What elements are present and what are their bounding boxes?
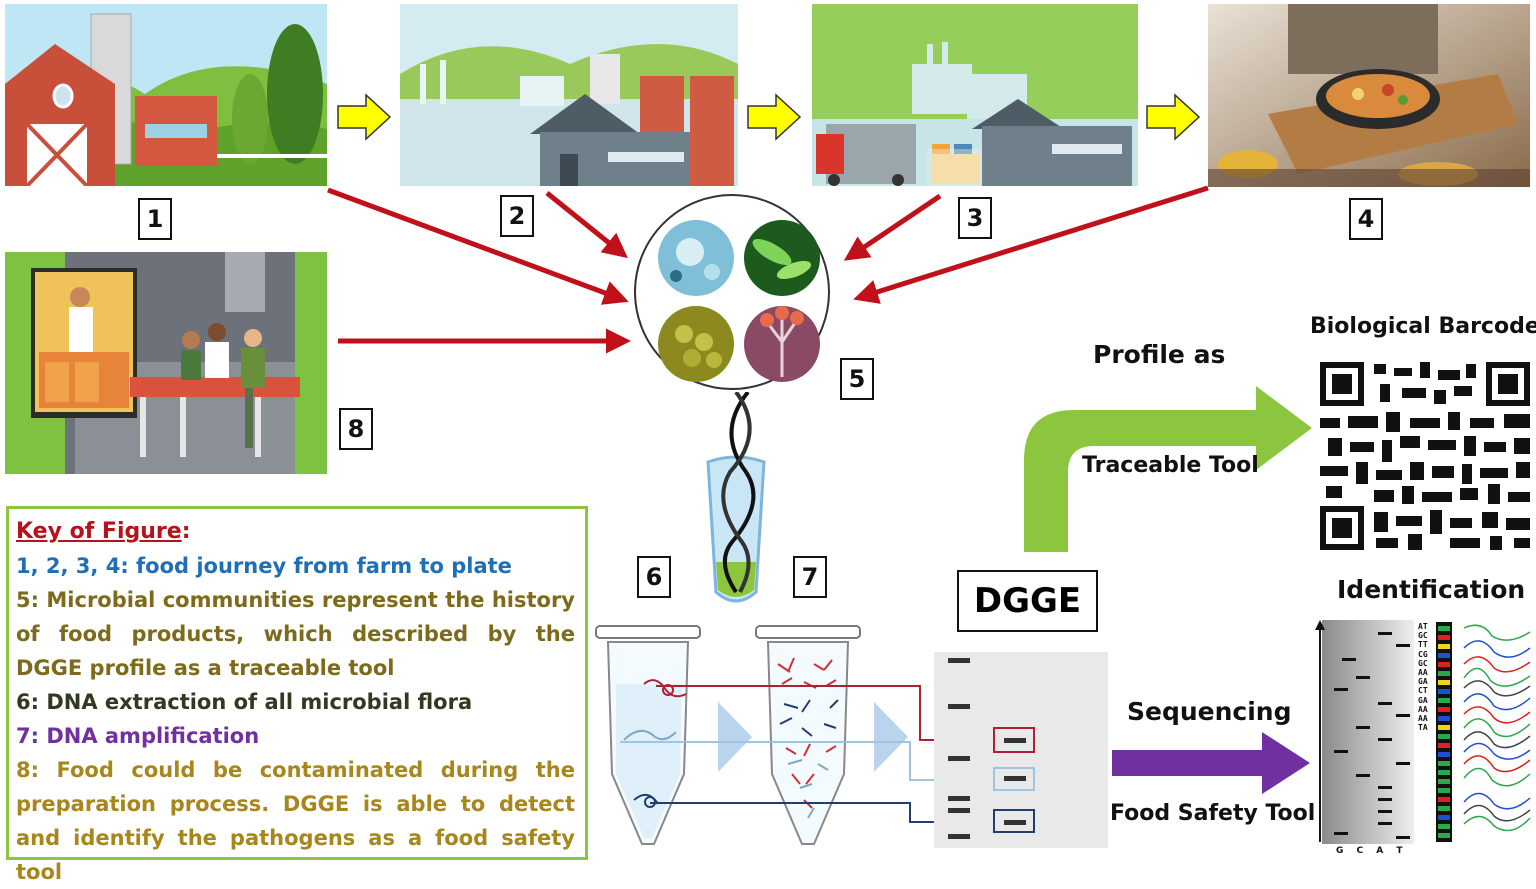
- arrow-1-to-5: [327, 187, 629, 305]
- distribution-illustration: [812, 4, 1138, 186]
- key-line-1: 1, 2, 3, 4: food journey from farm to pl…: [16, 554, 512, 578]
- triangle-arrow-6-to-7: [718, 702, 752, 772]
- step-number-3: 3: [958, 197, 992, 239]
- dna-tube: [706, 392, 766, 603]
- dgge-gel: [934, 652, 1108, 848]
- sequencing-label: Sequencing: [1127, 697, 1292, 726]
- qr-code-icon: [1320, 362, 1532, 550]
- step-number-2: 2: [500, 195, 534, 237]
- figure-key-panel: Key of Figure: 1, 2, 3, 4: food journey …: [6, 506, 588, 884]
- biological-barcode-label: Biological Barcode: [1310, 314, 1536, 339]
- step-number-7: 7: [793, 556, 827, 598]
- green-traceable-arrow: [1024, 386, 1312, 552]
- farm-illustration: [5, 4, 327, 186]
- arrow-3-to-5: [843, 193, 942, 261]
- step-number-6: 6: [637, 556, 671, 598]
- traceable-tool-label: Traceable Tool: [1082, 453, 1259, 478]
- yellow-arrow-1-to-2: [337, 93, 392, 141]
- profile-as-label: Profile as: [1093, 340, 1226, 369]
- yellow-arrow-3-to-4: [1146, 93, 1201, 141]
- triangle-arrow-7-to-gel: [874, 702, 908, 772]
- kitchen-illustration: [5, 252, 327, 474]
- step-number-1: 1: [138, 198, 172, 240]
- gel-lane-labels: G C A T: [1336, 846, 1408, 856]
- arrow-4-to-5: [853, 185, 1209, 304]
- plate-photo: [1208, 4, 1530, 187]
- arrow-2-to-5: [545, 191, 628, 259]
- key-line-7: 7: DNA amplification: [16, 724, 260, 748]
- key-line-6: 6: DNA extraction of all microbial flora: [16, 690, 473, 714]
- sequence-letters: ATGCTTCGGCAAGACTGAAAAATA: [1418, 622, 1428, 733]
- factory-illustration: [400, 4, 738, 186]
- yellow-arrow-2-to-3: [747, 93, 802, 141]
- step-number-5: 5: [840, 358, 874, 400]
- key-title-colon: :: [181, 519, 191, 544]
- step-number-8: 8: [339, 408, 373, 450]
- microbial-community-circle: [634, 194, 830, 390]
- food-safety-tool-label: Food Safety Tool: [1110, 801, 1316, 826]
- key-title: Key of Figure: [16, 519, 182, 544]
- purple-sequencing-arrow: [1112, 732, 1310, 794]
- key-line-8: 8: Food could be contaminated during the…: [16, 758, 575, 884]
- dgge-label: DGGE: [957, 570, 1098, 632]
- step-number-4: 4: [1349, 198, 1383, 240]
- sequencing-gel: [1315, 620, 1531, 844]
- identification-label: Identification: [1337, 575, 1526, 604]
- red-arrows: [327, 185, 1209, 354]
- key-line-5: 5: Microbial communities represent the h…: [16, 588, 575, 680]
